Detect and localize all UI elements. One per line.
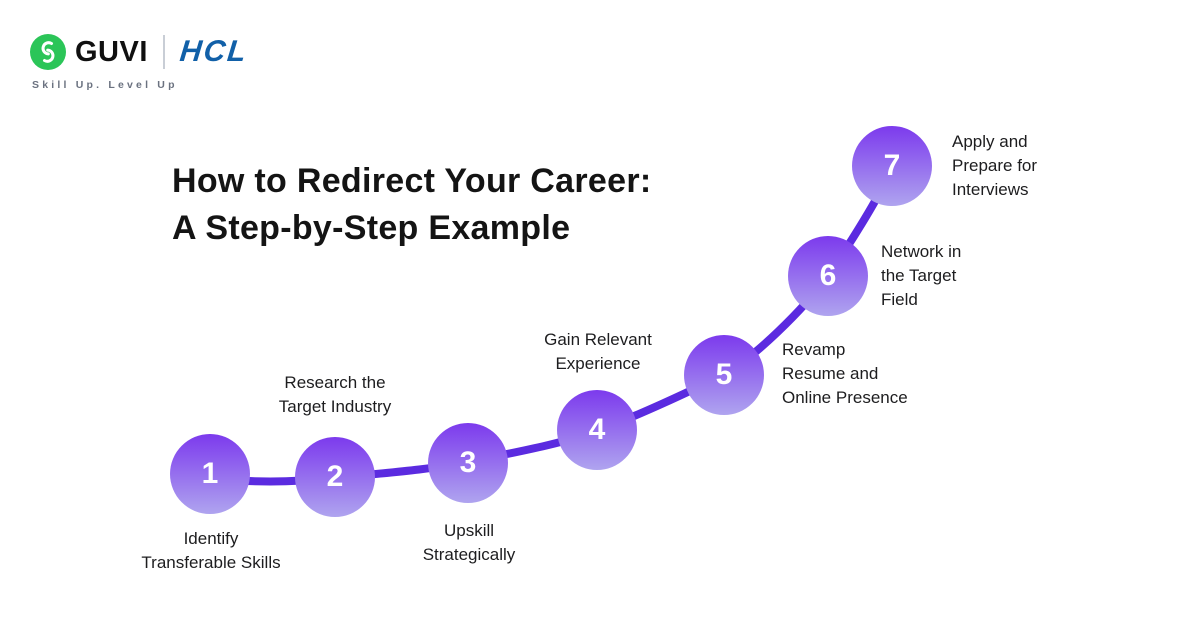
step-circle-2: 2 xyxy=(295,437,375,517)
step-label-5: Revamp Resume and Online Presence xyxy=(782,340,908,407)
step-number-1: 1 xyxy=(201,457,219,490)
guvi-logo-text: GUVI xyxy=(75,35,148,68)
step-number-2: 2 xyxy=(326,460,344,493)
step-circle-7: 7 xyxy=(852,126,932,206)
step-label-7: Apply and Prepare for Interviews xyxy=(952,132,1038,199)
step-circle-1: 1 xyxy=(170,434,250,514)
step-label-6: Network in the Target Field xyxy=(881,242,962,309)
brand-tagline: Skill Up. Level Up xyxy=(32,79,178,91)
step-label-2: Research the Target Industry xyxy=(278,373,392,416)
step-number-5: 5 xyxy=(715,358,733,391)
step-number-6: 6 xyxy=(819,259,837,292)
guvi-logo-icon xyxy=(30,34,66,70)
trend-curve-path xyxy=(206,164,896,486)
step-number-3: 3 xyxy=(459,446,477,479)
step-circle-4: 4 xyxy=(557,390,637,470)
page-title: How to Redirect Your Career: A Step-by-S… xyxy=(172,158,651,252)
step-label-1: Identify Transferable Skills xyxy=(141,529,281,572)
step-circle-3: 3 xyxy=(428,423,508,503)
page-title-line1: How to Redirect Your Career: xyxy=(172,162,652,200)
page-title-line2: A Step-by-Step Example xyxy=(172,209,571,247)
brand-header: GUVI HCL xyxy=(30,34,249,70)
step-number-4: 4 xyxy=(588,413,606,446)
step-label-4: Gain Relevant Experience xyxy=(544,330,652,373)
logo-divider xyxy=(162,35,165,69)
step-number-7: 7 xyxy=(883,149,901,182)
step-circle-5: 5 xyxy=(684,335,764,415)
step-circle-6: 6 xyxy=(788,236,868,316)
step-label-3: Upskill Strategically xyxy=(422,521,516,564)
